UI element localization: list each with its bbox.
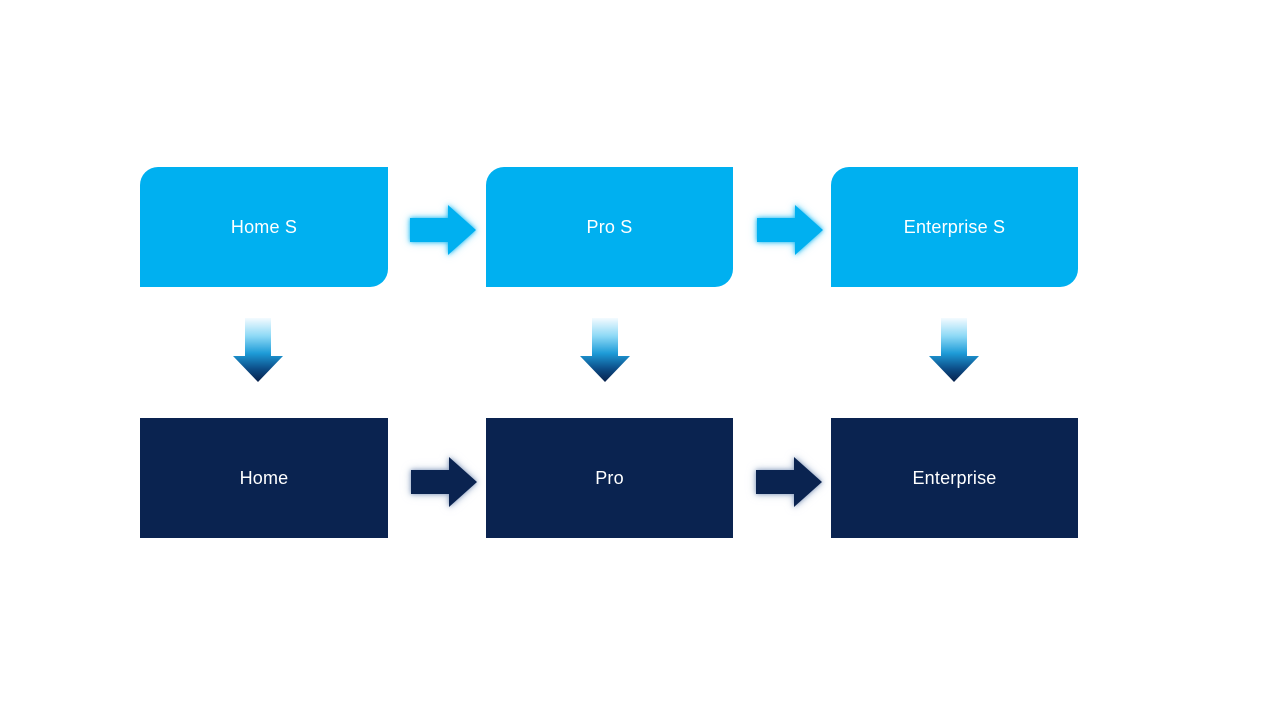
node-enterprise-label: Enterprise — [912, 467, 997, 488]
node-home-label: Home — [239, 467, 289, 488]
node-pro: Pro — [486, 418, 733, 538]
node-home-s: Home S — [140, 167, 388, 287]
node-enterprise-s-label: Enterprise S — [903, 216, 1006, 237]
node-enterprise: Enterprise — [831, 418, 1078, 538]
down-arrow-icon — [233, 318, 283, 382]
down-arrow-icon — [929, 318, 979, 382]
right-arrow-icon — [410, 457, 478, 507]
node-pro-label: Pro — [595, 467, 624, 488]
node-pro-s-label: Pro S — [586, 216, 633, 237]
node-enterprise-s: Enterprise S — [831, 167, 1078, 287]
down-arrow-icon — [580, 318, 630, 382]
right-arrow-icon — [410, 205, 476, 255]
node-pro-s: Pro S — [486, 167, 733, 287]
right-arrow-icon — [755, 457, 823, 507]
node-home: Home — [140, 418, 388, 538]
right-arrow-icon — [757, 205, 823, 255]
node-home-s-label: Home S — [230, 216, 298, 237]
